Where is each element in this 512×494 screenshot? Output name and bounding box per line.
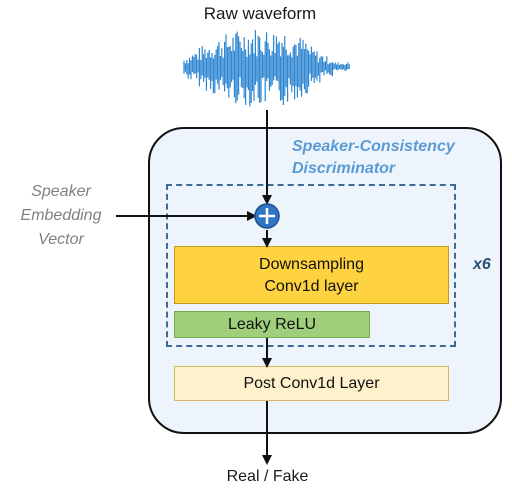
repeat-count: x6: [473, 256, 491, 273]
leaky-relu-layer: Leaky ReLU: [174, 311, 370, 338]
downsampling-conv1d-layer: Downsampling Conv1d layer: [174, 246, 449, 304]
speaker-embedding-label: Speaker Embedding Vector: [20, 183, 102, 248]
output-label: Real / Fake: [226, 468, 309, 485]
raw-waveform-label: Raw waveform: [203, 4, 317, 23]
discriminator-title: Speaker-Consistency Discriminator: [292, 138, 455, 177]
post-conv1d-layer: Post Conv1d Layer: [174, 366, 449, 401]
plus-circle-icon: [254, 203, 280, 229]
repeat-group: [166, 184, 456, 347]
waveform-icon: [182, 24, 354, 110]
